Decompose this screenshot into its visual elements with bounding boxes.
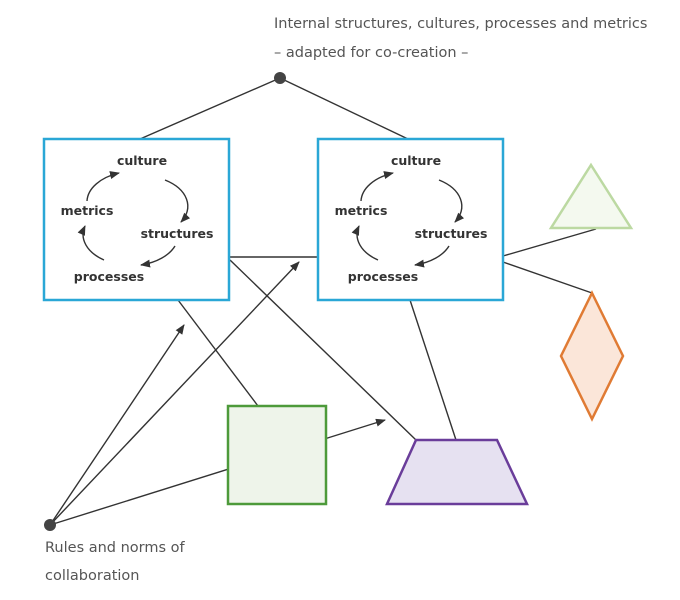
- cycle-label-structures: structures: [415, 226, 488, 241]
- bottom-caption-line-1: Rules and norms of: [45, 540, 186, 556]
- cycle-box-frame: [42, 137, 231, 302]
- connector-box-to-trapezoid-top: [409, 299, 457, 441]
- orange-diamond: [559, 290, 625, 422]
- connector-box-to-diamond: [502, 261, 593, 294]
- connector-box-to-triangle: [502, 228, 597, 257]
- green-triangle: [548, 162, 634, 230]
- bottom-left-node: [44, 519, 56, 531]
- bottom-caption-line-2: collaboration: [45, 568, 139, 584]
- cycle-label-structures: structures: [141, 226, 214, 241]
- cycle-box-left: culture structures processes metrics: [42, 137, 231, 302]
- top-node: [274, 72, 286, 84]
- purple-trapezoid: [385, 438, 529, 506]
- collaboration-arrows: [49, 261, 386, 526]
- connector-top-right: [279, 77, 409, 140]
- connector-box-to-trapezoid: [229, 259, 417, 441]
- arrow-to-trapezoid: [49, 418, 386, 526]
- arrow-to-box-gap: [49, 261, 300, 526]
- connector-lines: [139, 77, 597, 441]
- top-caption-line-1: Internal structures, cultures, processes…: [274, 16, 647, 32]
- cycle-label-metrics: metrics: [335, 203, 388, 218]
- arrow-to-left-box: [49, 324, 185, 526]
- green-square: [226, 404, 328, 506]
- connector-top-left: [139, 77, 281, 140]
- connector-box-to-square: [177, 299, 259, 407]
- top-caption-line-2: – adapted for co-creation –: [274, 45, 468, 61]
- cycle-label-metrics: metrics: [61, 203, 114, 218]
- cycle-arrows: [351, 171, 465, 268]
- cycle-label-culture: culture: [391, 153, 441, 168]
- cycle-arrows: [77, 171, 191, 268]
- cycle-label-processes: processes: [348, 269, 418, 284]
- cycle-box-right: culture structures processes metrics: [316, 137, 505, 302]
- cycle-label-culture: culture: [117, 153, 167, 168]
- cycle-box-frame: [316, 137, 505, 302]
- cycle-label-processes: processes: [74, 269, 144, 284]
